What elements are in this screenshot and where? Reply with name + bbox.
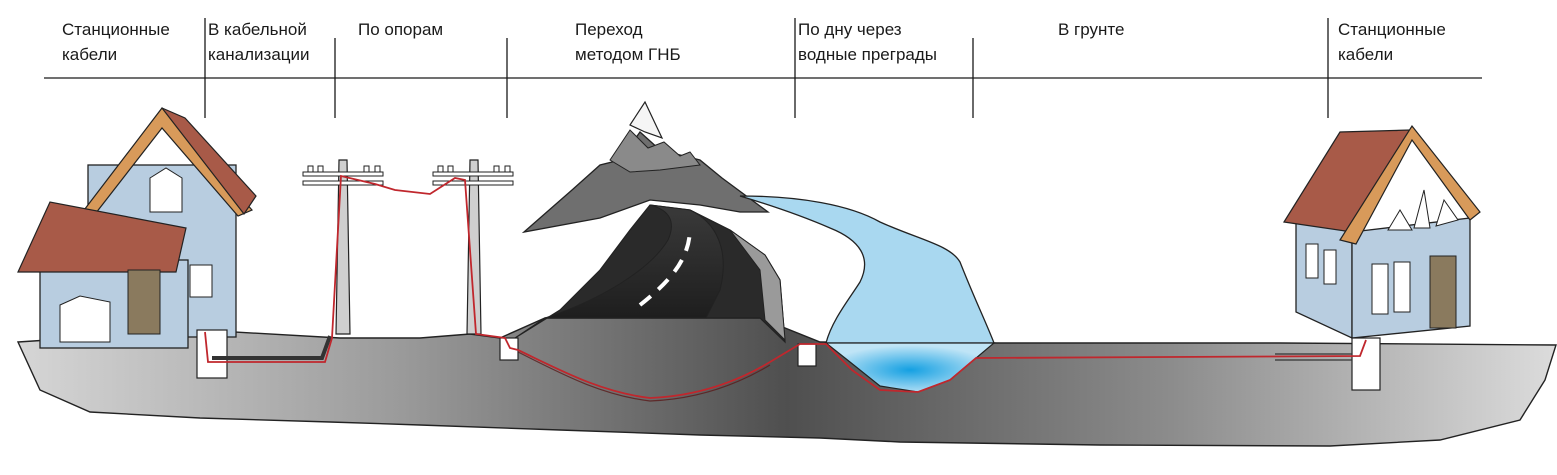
label-duct-1: В кабельной [208,20,307,39]
well-right [1351,337,1381,391]
label-ground: В грунте [1058,20,1124,39]
label-duct-2: канализации [208,45,310,64]
house-left [17,107,257,349]
section-labels: Станционные кабели В кабельной канализац… [62,20,1446,64]
house-right [1283,124,1481,340]
section-header [44,18,1482,118]
label-hdd-1: Переход [575,20,643,39]
label-water-1: По дну через [798,20,902,39]
label-station-right-2: кабели [1338,45,1393,64]
well-hdd-end [797,343,817,367]
label-water-2: водные преграды [798,45,937,64]
cable-duct [212,335,332,360]
label-station-left-2: кабели [62,45,117,64]
label-poles: По опорам [358,20,443,39]
cable-wells [196,329,1381,391]
cable-route [204,174,1367,399]
road-markings [638,227,692,307]
road [544,204,724,319]
hdd-pipe-shadow [517,351,771,402]
utility-pole-left [302,159,384,335]
utility-pole-right [432,159,514,335]
well-left [196,329,228,379]
label-station-right-1: Станционные [1338,20,1446,39]
label-station-left-1: Станционные [62,20,170,39]
label-hdd-2: методом ГНБ [575,45,681,64]
ground [16,317,1557,447]
mountains [521,100,770,234]
hill [514,204,786,344]
well-hdd-start [499,337,519,361]
ground-duct-right [1275,353,1352,361]
